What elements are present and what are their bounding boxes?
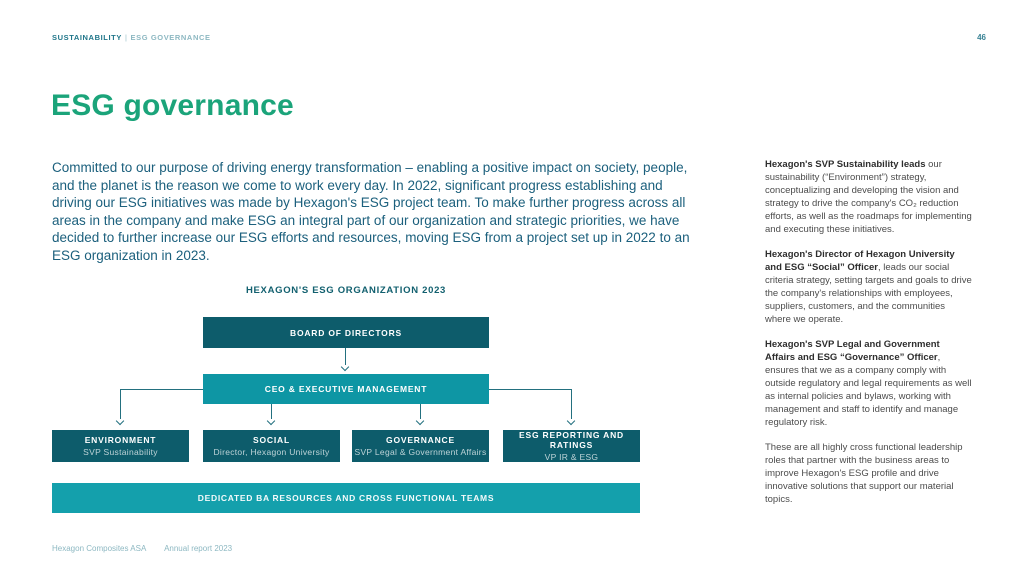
intro-paragraph: Committed to our purpose of driving ener… bbox=[52, 160, 690, 263]
connector-line bbox=[120, 389, 203, 390]
org-box-label: ESG REPORTING AND RATINGS bbox=[519, 430, 624, 450]
breadcrumb: SUSTAINABILITY|ESG GOVERNANCE bbox=[52, 33, 211, 42]
breadcrumb-section: SUSTAINABILITY bbox=[52, 33, 122, 42]
org-box-sublabel: Director, Hexagon University bbox=[213, 447, 330, 457]
sidebar-paragraph-text: , leads our social criteria strategy, se… bbox=[765, 262, 972, 325]
sidebar: Hexagon's SVP Sustainability leads our s… bbox=[765, 158, 972, 518]
connector-line bbox=[571, 389, 572, 419]
arrow-down-icon bbox=[566, 416, 576, 426]
arrow-down-icon bbox=[340, 362, 350, 372]
connector-line bbox=[271, 404, 272, 419]
footer-company: Hexagon Composites ASA bbox=[52, 544, 147, 553]
sidebar-paragraph-lead: Hexagon's SVP Sustainability leads bbox=[765, 159, 926, 170]
org-box-label: CEO & EXECUTIVE MANAGEMENT bbox=[264, 384, 428, 394]
sidebar-paragraph: These are all highly cross functional le… bbox=[765, 441, 972, 506]
sidebar-paragraph: Hexagon's Director of Hexagon University… bbox=[765, 248, 972, 326]
connector-line bbox=[420, 404, 421, 419]
org-box-label: SOCIAL bbox=[253, 435, 290, 445]
org-bar-label: DEDICATED BA RESOURCES AND CROSS FUNCTIO… bbox=[197, 493, 495, 503]
org-chart: HEXAGON'S ESG ORGANIZATION 2023 BOARD OF… bbox=[52, 283, 640, 515]
page-title: ESG governance bbox=[51, 89, 294, 122]
org-box-sublabel: SVP Sustainability bbox=[83, 447, 158, 457]
org-box-esg-reporting-ratings: ESG REPORTING AND RATINGS VP IR & ESG bbox=[503, 430, 640, 462]
sidebar-paragraph-lead: Hexagon's Director of Hexagon University… bbox=[765, 249, 955, 273]
page-number: 46 bbox=[977, 33, 986, 42]
org-bar-dedicated-resources: DEDICATED BA RESOURCES AND CROSS FUNCTIO… bbox=[52, 483, 640, 513]
org-box-sublabel: VP IR & ESG bbox=[544, 452, 599, 462]
org-box-sublabel: SVP Legal & Government Affairs bbox=[354, 447, 487, 457]
arrow-down-icon bbox=[115, 416, 125, 426]
footer-report-name: Annual report 2023 bbox=[164, 544, 233, 553]
arrow-down-icon bbox=[266, 416, 276, 426]
org-chart-title: HEXAGON'S ESG ORGANIZATION 2023 bbox=[245, 285, 447, 296]
sidebar-paragraph: Hexagon's SVP Sustainability leads our s… bbox=[765, 158, 972, 236]
org-box-ceo-executive-management: CEO & EXECUTIVE MANAGEMENT bbox=[203, 374, 489, 404]
arrow-down-icon bbox=[415, 416, 425, 426]
org-box-social: SOCIAL Director, Hexagon University bbox=[203, 430, 340, 462]
connector-line bbox=[120, 389, 121, 419]
sidebar-paragraph: Hexagon's SVP Legal and Government Affai… bbox=[765, 338, 972, 429]
connector-line bbox=[489, 389, 572, 390]
org-box-label: GOVERNANCE bbox=[386, 435, 455, 445]
org-box-environment: ENVIRONMENT SVP Sustainability bbox=[52, 430, 189, 462]
org-box-label: BOARD OF DIRECTORS bbox=[290, 327, 402, 338]
sidebar-paragraph-text: , ensures that we as a company comply wi… bbox=[765, 352, 972, 428]
org-box-governance: GOVERNANCE SVP Legal & Government Affair… bbox=[352, 430, 489, 462]
page-footer: Hexagon Composites ASA Annual report 202… bbox=[52, 544, 232, 553]
sidebar-paragraph-lead: Hexagon's SVP Legal and Government Affai… bbox=[765, 339, 940, 363]
breadcrumb-divider: | bbox=[124, 33, 128, 42]
connector-line bbox=[345, 348, 346, 365]
sidebar-paragraph-text: These are all highly cross functional le… bbox=[765, 442, 963, 505]
sidebar-paragraph-text: our sustain­ability (“Environment”) stra… bbox=[765, 159, 972, 235]
org-box-board-of-directors: BOARD OF DIRECTORS bbox=[203, 317, 489, 348]
org-box-label: ENVIRONMENT bbox=[84, 435, 157, 445]
breadcrumb-page: ESG GOVERNANCE bbox=[130, 33, 211, 42]
